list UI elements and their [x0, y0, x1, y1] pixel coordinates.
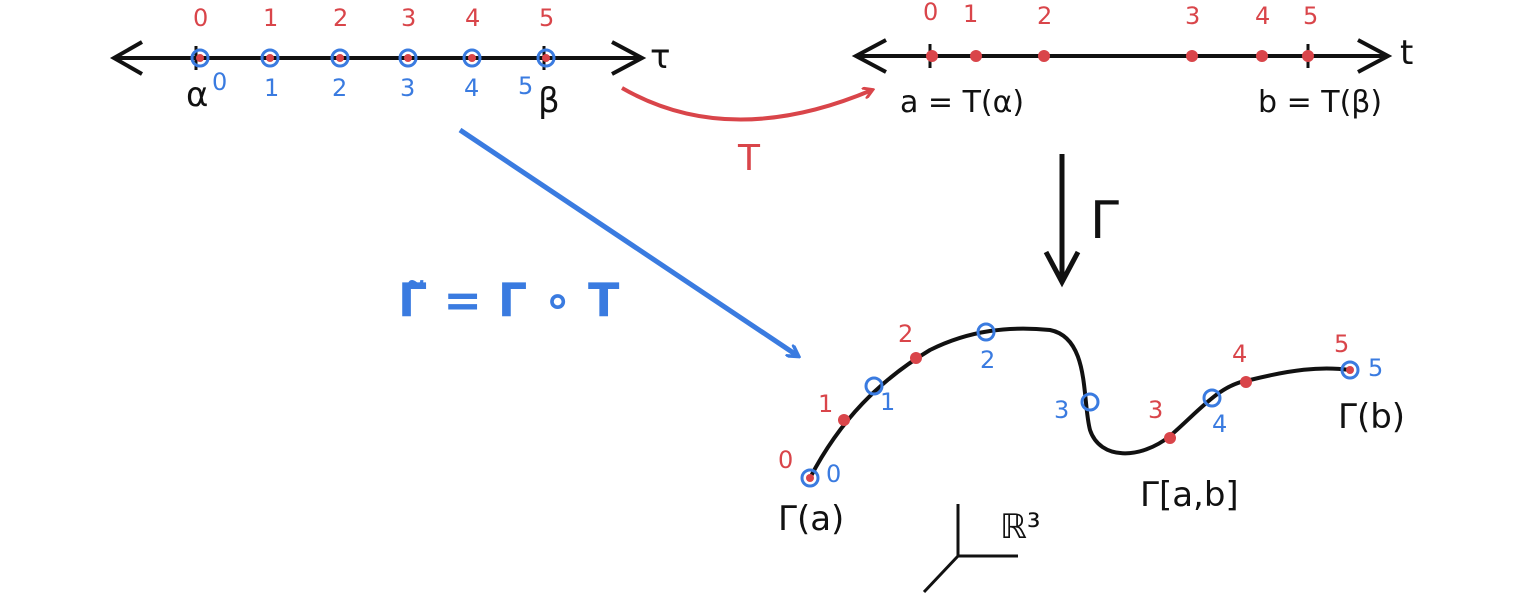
curve-Gamma: 0 1 2 3 4 5 0 1 2 3 4 5 Γ(a) Γ(b) Γ[a,b]: [778, 320, 1405, 539]
t-axis-var-label: t: [1400, 33, 1413, 73]
tau-point: [462, 48, 482, 68]
T-label: T: [737, 138, 761, 179]
curve-red-point: [1240, 376, 1252, 388]
curve-blue-label: 0: [826, 460, 841, 488]
tau-axis: τ 0 1 2 3 4 5 0 1 2 3 4 5 α β: [109, 4, 670, 121]
tau-point: [260, 48, 280, 68]
a-equals-T-alpha-label: a = T(α): [900, 85, 1024, 120]
Gamma-image-label: Γ[a,b]: [1140, 475, 1239, 515]
curve-red-point: [838, 414, 850, 426]
tau-axis-left-arrowhead: [109, 40, 143, 76]
Gamma-a-label: Γ(a): [778, 499, 844, 539]
curve-red-label: 4: [1232, 340, 1247, 368]
tau-point: [330, 48, 350, 68]
curve-blue-label: 1: [880, 388, 895, 416]
curve-red-point: [910, 352, 922, 364]
curve-point: [800, 468, 820, 488]
t-red-label: 2: [1037, 2, 1052, 30]
t-red-label: 0: [923, 0, 938, 26]
tau-blue-label: 4: [464, 74, 479, 102]
tau-red-label: 5: [539, 4, 554, 32]
b-equals-T-beta-label: b = T(β): [1258, 85, 1382, 120]
tau-axis-right-arrowhead: [611, 40, 647, 76]
Gamma-label: Γ: [1090, 191, 1119, 251]
curve-red-label: 0: [778, 446, 793, 474]
t-point: [1302, 50, 1314, 62]
curve-blue-point: [1202, 388, 1222, 408]
curve-blue-point: [1080, 392, 1100, 412]
T-arrow: [621, 86, 872, 122]
t-red-label: 4: [1255, 2, 1270, 30]
curve-blue-label: 5: [1368, 354, 1383, 382]
t-red-label: 3: [1185, 2, 1200, 30]
t-red-label: 1: [963, 0, 978, 28]
curve-red-label: 5: [1334, 330, 1349, 358]
t-point: [970, 50, 982, 62]
curve-point: [1340, 360, 1360, 380]
beta-label: β: [538, 81, 560, 121]
Gamma-tilde-label: Γ̃ = Γ ∘ T: [398, 273, 620, 327]
tau-red-label: 4: [465, 4, 480, 32]
curve-red-label: 1: [818, 390, 833, 418]
curve-blue-label: 3: [1054, 396, 1069, 424]
Gamma-arrowhead: [1043, 250, 1081, 288]
tau-blue-label: 5: [518, 72, 533, 100]
map-Gamma-tilde: Γ̃ = Γ ∘ T: [398, 127, 798, 356]
alpha-label: α: [186, 75, 208, 115]
curve-blue-label: 2: [980, 346, 995, 374]
tau-blue-label: 2: [332, 74, 347, 102]
t-red-label: 5: [1303, 2, 1318, 30]
tau-red-label: 2: [333, 4, 348, 32]
tau-axis-var-label: τ: [650, 37, 670, 77]
curve-blue-point: [976, 322, 996, 342]
curve-red-label: 2: [898, 320, 913, 348]
tau-blue-label: 0: [212, 68, 227, 96]
tau-blue-label: 1: [264, 74, 279, 102]
Gamma-tilde-arrow: [458, 127, 798, 356]
t-point: [1186, 50, 1198, 62]
t-axis-left-arrowhead: [851, 38, 887, 74]
t-axis-right-arrowhead: [1357, 38, 1393, 74]
t-point: [1038, 50, 1050, 62]
curve-red-point: [1164, 432, 1176, 444]
R3-axes-icon: ℝ³: [922, 504, 1041, 594]
t-axis: t 0 1 2 3 4 5 a = T(α) b = T(β): [851, 0, 1413, 120]
tau-point: [190, 48, 210, 68]
R3-label: ℝ³: [1000, 507, 1041, 547]
tau-red-label: 3: [401, 4, 416, 32]
t-point: [1256, 50, 1268, 62]
curve-blue-label: 4: [1212, 410, 1227, 438]
map-T: T: [621, 86, 872, 179]
tau-red-label: 1: [263, 4, 278, 32]
tau-point: [536, 48, 556, 68]
tau-blue-label: 3: [400, 74, 415, 102]
map-Gamma: Γ: [1043, 154, 1119, 288]
tau-red-label: 0: [193, 4, 208, 32]
curve-red-label: 3: [1148, 396, 1163, 424]
tau-point: [398, 48, 418, 68]
Gamma-b-label: Γ(b): [1338, 397, 1405, 437]
t-point: [926, 50, 938, 62]
curve-blue-point: [864, 376, 884, 396]
